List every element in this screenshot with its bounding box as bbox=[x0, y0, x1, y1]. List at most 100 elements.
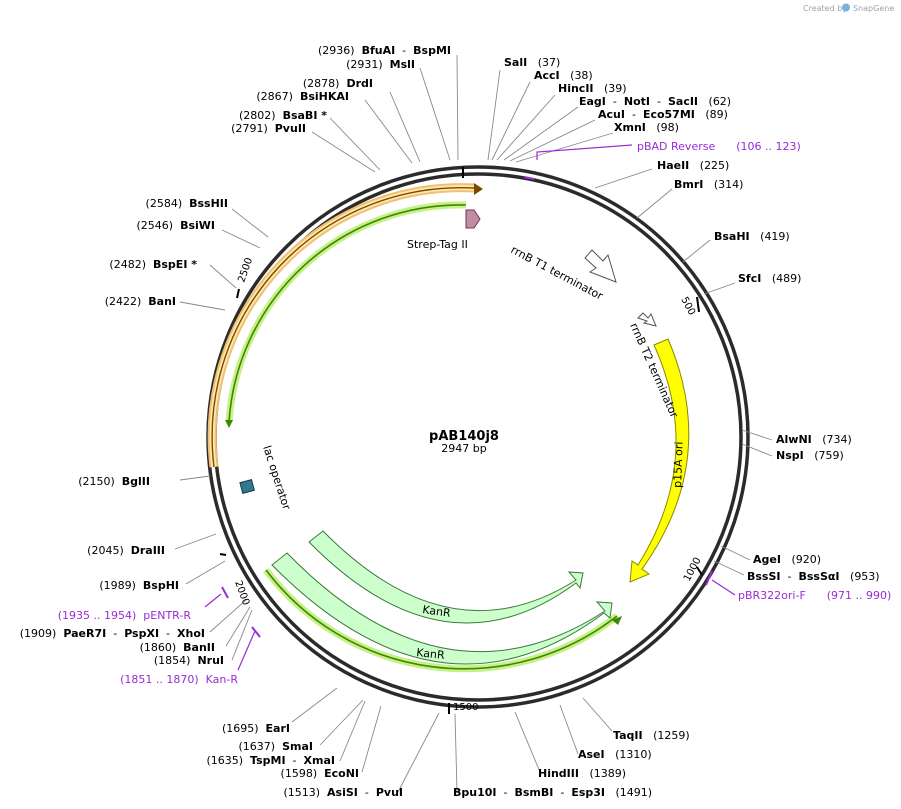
label-part: Esp3I bbox=[571, 786, 605, 799]
label-part: PaeR7I bbox=[63, 627, 106, 640]
label-part: (2802) bbox=[239, 109, 283, 122]
label-part: BmrI bbox=[674, 178, 703, 191]
label-part: XmaI bbox=[304, 754, 335, 767]
label-sali: SalI (37) bbox=[504, 56, 560, 69]
label-part: AsiSI bbox=[327, 786, 358, 799]
p15a-label: p15A ori bbox=[671, 441, 686, 488]
label-part: (2878) bbox=[303, 77, 347, 90]
primer-marks bbox=[221, 176, 713, 638]
label-bspei: (2482) BspEI * bbox=[109, 258, 197, 271]
label-part: AcuI bbox=[598, 108, 625, 121]
label-part: (1854) bbox=[154, 654, 198, 667]
label-sfci: SfcI (489) bbox=[738, 272, 801, 285]
label-part: EagI bbox=[579, 95, 606, 108]
label-part: (1637) bbox=[239, 740, 283, 753]
label-part: (1310) bbox=[605, 748, 652, 761]
label-part: AccI bbox=[534, 69, 560, 82]
label-part: - bbox=[106, 627, 124, 640]
label-paer7i-pspxi-xhoi: (1909) PaeR7I - PspXI - XhoI bbox=[20, 627, 205, 640]
label-tspmi-xmai: (1635) TspMI - XmaI bbox=[206, 754, 335, 767]
label-part: DrdI bbox=[346, 77, 373, 90]
label-part: (2150) bbox=[78, 475, 122, 488]
label-part: XhoI bbox=[177, 627, 205, 640]
label-part: (920) bbox=[781, 553, 821, 566]
primer-leaders bbox=[204, 144, 736, 671]
label-part: PspXI bbox=[124, 627, 159, 640]
label-smai: (1637) SmaI bbox=[239, 740, 313, 753]
label-part: (1860) bbox=[140, 641, 184, 654]
bottom-labels: (1695) EarI (1637) SmaI (1635) TspMI - X… bbox=[206, 722, 689, 799]
label-banii: (1860) BanII bbox=[140, 641, 215, 654]
label-part: Bpu10I bbox=[453, 786, 497, 799]
label-bfuai-bspmi: (2936) BfuAI - BspMI bbox=[318, 44, 451, 57]
label-hincii: HincII (39) bbox=[558, 82, 627, 95]
label-part: BspEI * bbox=[153, 258, 197, 271]
label-part: BanI bbox=[148, 295, 176, 308]
lac-operator-icon bbox=[239, 479, 255, 494]
label-part: - bbox=[395, 44, 413, 57]
label-part: NotI bbox=[624, 95, 650, 108]
rrnb-t2-icon bbox=[637, 312, 657, 327]
position-ticks bbox=[219, 167, 703, 714]
label-part: (489) bbox=[761, 272, 801, 285]
label-bsphi: (1989) BspHI bbox=[99, 579, 179, 592]
label-part: - bbox=[650, 95, 668, 108]
label-part: BsaBI * bbox=[283, 109, 328, 122]
label-part: BspHI bbox=[143, 579, 179, 592]
tick-1500: 1500 bbox=[453, 702, 478, 713]
orange-feature-arc bbox=[207, 183, 483, 468]
label-part: BsaHI bbox=[714, 230, 750, 243]
label-part: BssHII bbox=[189, 197, 228, 210]
label-part: (39) bbox=[594, 82, 627, 95]
label-part: TspMI bbox=[250, 754, 286, 767]
label-part: EcoNI bbox=[324, 767, 359, 780]
label-part: - bbox=[286, 754, 304, 767]
label-part: SalI bbox=[504, 56, 527, 69]
label-bani: (2422) BanI bbox=[105, 295, 176, 308]
kanr-outer-label: KanR bbox=[416, 646, 446, 662]
label-part: - bbox=[159, 627, 177, 640]
label-part: - bbox=[781, 570, 799, 583]
label-bglii: (2150) BglII bbox=[78, 475, 150, 488]
label-part: (1389) bbox=[579, 767, 626, 780]
label-part: (419) bbox=[750, 230, 790, 243]
label-bsssi: BssSI - BssSαI (953) bbox=[747, 570, 880, 583]
label-pbad-reverse: pBAD Reverse (106 .. 123) bbox=[637, 140, 801, 153]
label-part: NspI bbox=[776, 449, 804, 462]
label-part: - bbox=[358, 786, 376, 799]
label-part: EarI bbox=[266, 722, 290, 735]
label-eagi-noti-sacii: EagI - NotI - SacII (62) bbox=[579, 95, 731, 108]
label-asisi-pvui: (1513) AsiSI - PvuI bbox=[283, 786, 403, 799]
label-asei: AseI (1310) bbox=[578, 748, 652, 761]
label-part: PvuII bbox=[275, 122, 306, 135]
label-part: (1598) bbox=[281, 767, 325, 780]
label-part: (2482) bbox=[109, 258, 153, 271]
label-part: (98) bbox=[646, 121, 679, 134]
label-part: - bbox=[625, 108, 643, 121]
label-part: MslI bbox=[390, 58, 415, 71]
label-part: BssSI bbox=[747, 570, 781, 583]
green-bottom-arc bbox=[263, 567, 622, 673]
cut-site-leaders bbox=[174, 54, 773, 793]
label-pentr-r: (1935 .. 1954) pENTR-R bbox=[58, 609, 192, 622]
label-part: HaeII bbox=[657, 159, 689, 172]
label-bsahi: BsaHI (419) bbox=[714, 230, 790, 243]
label-haeii: HaeII (225) bbox=[657, 159, 729, 172]
label-acui-eco57mi: AcuI - Eco57MI (89) bbox=[598, 108, 728, 121]
label-part: (314) bbox=[703, 178, 743, 191]
label-part: - bbox=[553, 786, 571, 799]
label-draiii: (2045) DraIII bbox=[87, 544, 165, 557]
snapgene-logo-icon bbox=[842, 3, 850, 12]
label-part: (734) bbox=[812, 433, 852, 446]
label-part: BssSαI bbox=[798, 570, 839, 583]
label-part: TaqII bbox=[613, 729, 643, 742]
label-part: (1989) bbox=[99, 579, 143, 592]
label-part: NruI bbox=[197, 654, 224, 667]
tick-2000: 2000 bbox=[232, 579, 251, 607]
created-by-text: Created by bbox=[803, 4, 847, 13]
plasmid-size: 2947 bp bbox=[441, 442, 486, 455]
label-part: (225) bbox=[689, 159, 729, 172]
label-part: (2584) bbox=[146, 197, 190, 210]
label-part: BglII bbox=[122, 475, 150, 488]
